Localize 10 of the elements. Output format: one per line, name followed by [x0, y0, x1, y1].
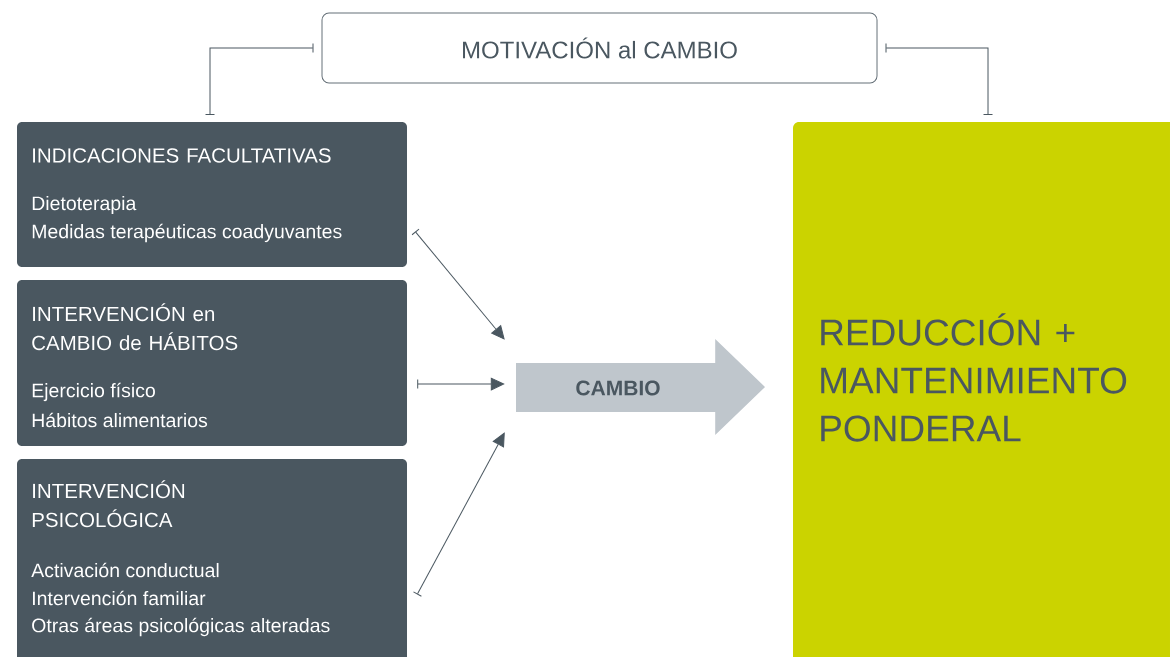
- result-box: REDUCCIÓN + MANTENIMIENTO PONDERAL: [793, 122, 1170, 657]
- info-box: INTERVENCIÓN PSICOLÓGICA Activación conductual Intervención familiar Otras áreas psicológicas alteradas: [17, 459, 407, 657]
- rounded-box: MOTIVACIÓN al CAMBIO: [321, 12, 878, 84]
- connector-arrow: [413, 432, 505, 597]
- connector-arrow: [417, 377, 505, 391]
- connector-arrow: [411, 228, 505, 340]
- connector-arrow: [205, 43, 314, 115]
- info-box: INTERVENCIÓN en CAMBIO de HÁBITOS Ejercicio físico Hábitos alimentarios: [17, 280, 407, 446]
- info-box: INDICACIONES FACULTATIVAS Dietoterapia Medidas terapéuticas coadyuvantes: [17, 122, 407, 267]
- connector-arrow: [885, 43, 993, 115]
